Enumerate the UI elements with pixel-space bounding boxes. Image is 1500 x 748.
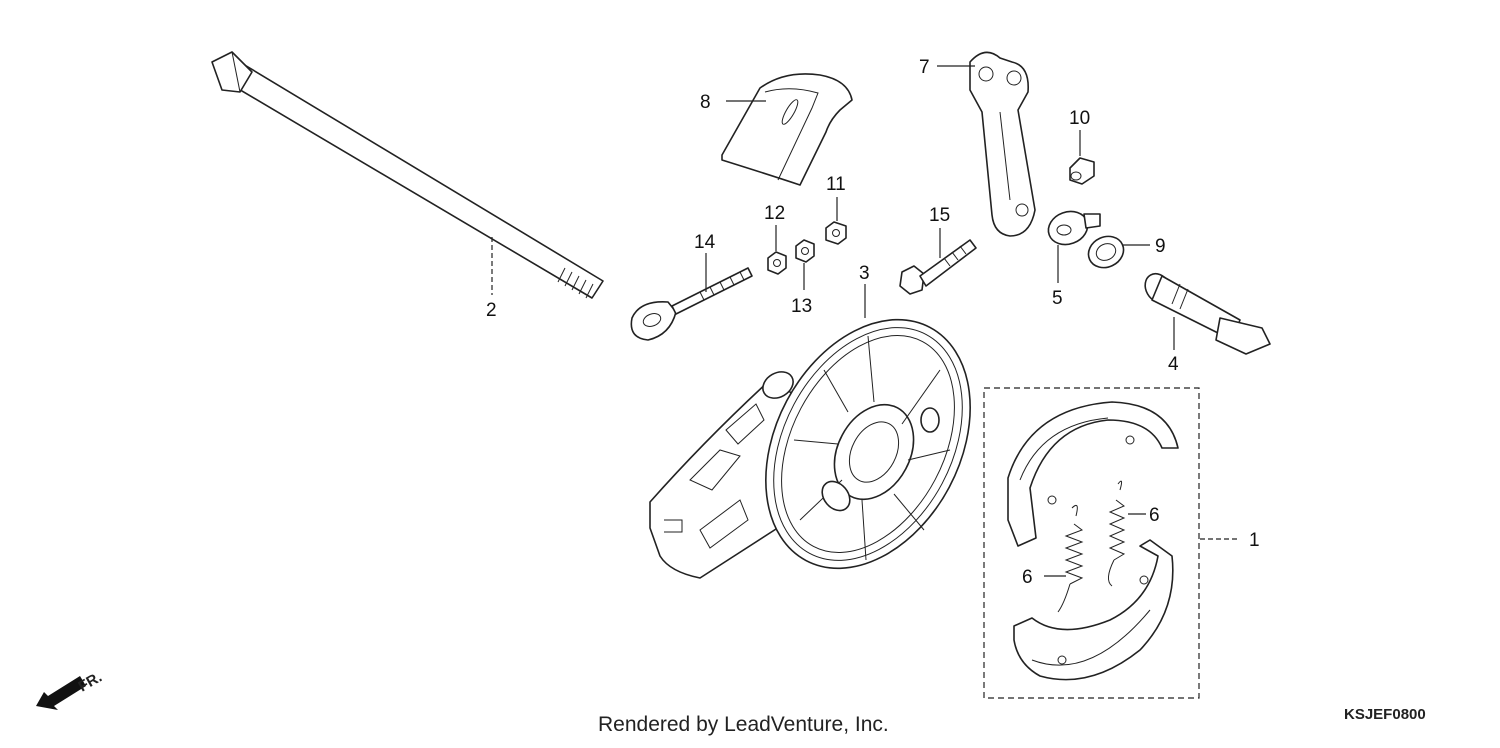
callout-12: 12 [764, 203, 785, 224]
adjuster-bolt [630, 267, 753, 341]
nut-12 [767, 251, 787, 275]
callout-8: 8 [700, 92, 711, 113]
callout-5: 5 [1052, 288, 1063, 309]
nut-13 [795, 239, 815, 263]
flange-bolt [899, 239, 977, 295]
callout-13: 13 [791, 296, 812, 317]
axle-shaft [211, 51, 604, 299]
front-arrow-icon: FR. [36, 669, 105, 710]
grease-fitting [1069, 157, 1095, 185]
brake-panel [649, 318, 971, 579]
brake-shoe-upper [1007, 401, 1179, 547]
callout-14: 14 [694, 232, 716, 253]
nut-11 [825, 221, 847, 245]
callout-4: 4 [1168, 354, 1179, 375]
callout-15: 15 [929, 205, 950, 226]
brake-arm [969, 51, 1036, 237]
callout-6-right: 6 [1149, 505, 1160, 526]
callout-7: 7 [919, 57, 930, 78]
front-indicator-label: FR. [76, 669, 105, 696]
footer-credit: Rendered by LeadVenture, Inc. [598, 713, 889, 736]
callout-3: 3 [859, 263, 870, 284]
brake-shoe-lower [1013, 539, 1174, 681]
callout-9: 9 [1155, 236, 1166, 257]
shoe-spring-right [1108, 480, 1126, 587]
panel-cover [721, 73, 853, 186]
shoe-set-box [983, 387, 1200, 699]
shoe-spring-left [1057, 504, 1084, 613]
callout-6-left: 6 [1022, 567, 1033, 588]
callout-1: 1 [1249, 530, 1260, 551]
wear-indicator [1047, 210, 1101, 246]
dust-seal [1087, 235, 1125, 269]
callout-2: 2 [486, 300, 497, 321]
brake-cam [1144, 272, 1271, 355]
callout-11: 11 [826, 174, 846, 195]
callout-10: 10 [1069, 108, 1090, 129]
diagram-code: KSJEF0800 [1344, 706, 1426, 723]
